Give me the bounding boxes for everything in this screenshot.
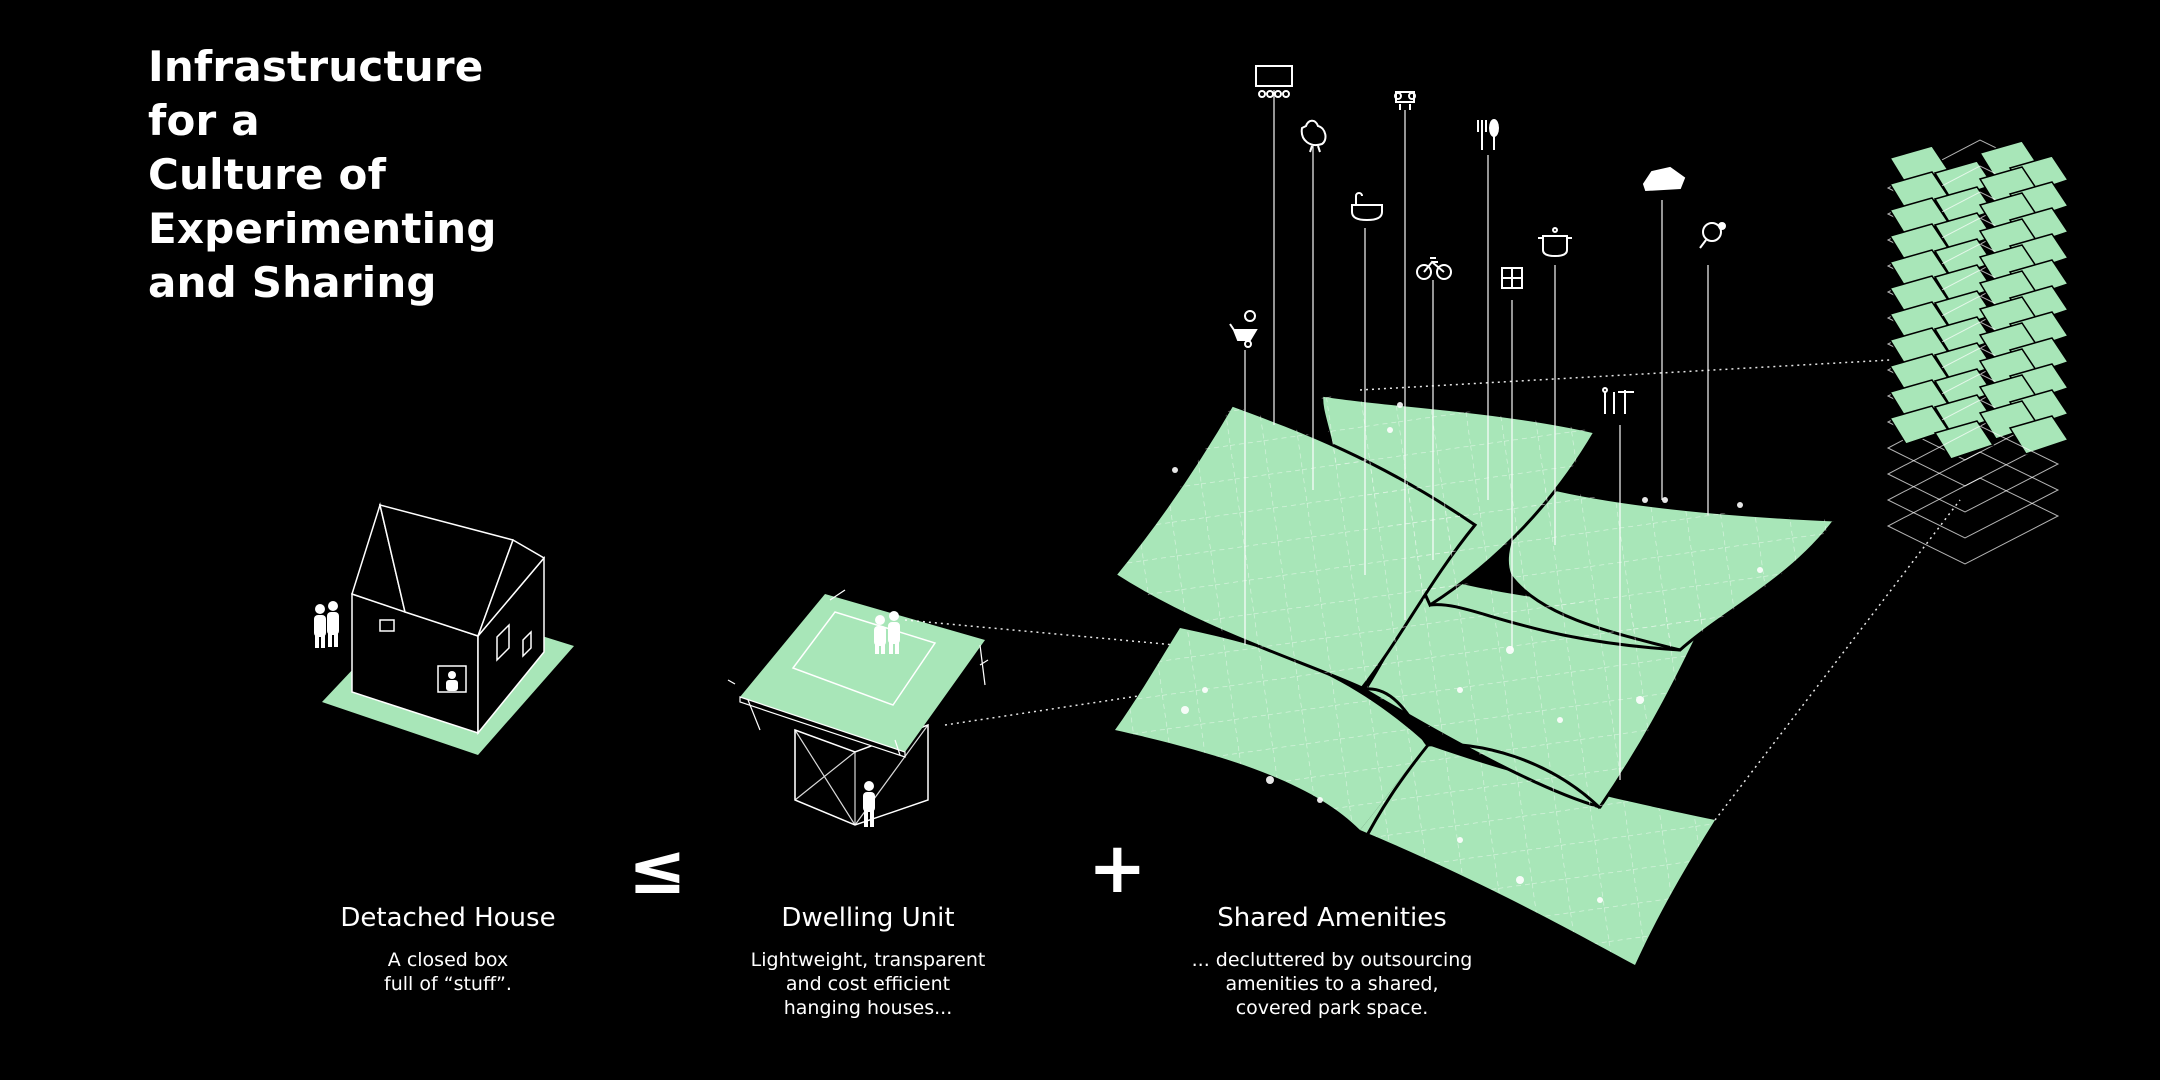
shrub-marks — [1172, 402, 1763, 903]
cutlery-icon — [1477, 119, 1499, 150]
person-inside-icon — [863, 781, 875, 827]
house-front-window — [437, 665, 467, 693]
caption-heading: Detached House — [340, 903, 556, 933]
stacked-sheets-tower — [1886, 139, 2070, 565]
detached-house — [314, 502, 574, 755]
dotted-connectors — [904, 359, 1961, 821]
caption-line: ... decluttered by outsourcing — [1191, 949, 1473, 971]
caption-heading: Shared Amenities — [1217, 903, 1447, 933]
house-side-window-1 — [496, 623, 510, 662]
tower-layer — [1886, 451, 2060, 539]
title-line: Experimenting — [148, 204, 497, 253]
couple-on-roof-icon — [874, 611, 900, 654]
caption-heading: Dwelling Unit — [781, 903, 955, 933]
tower-layer — [1886, 477, 2060, 565]
bicycle-icon — [1416, 257, 1452, 280]
house-side-window-2 — [522, 630, 532, 658]
park-seams — [1359, 603, 1681, 846]
title-line: for a — [148, 96, 260, 145]
caption-description: Lightweight, transparent and cost effici… — [658, 948, 1078, 1020]
calendar-icon — [1501, 267, 1523, 289]
caption-line: and cost efficient — [785, 973, 951, 995]
shoe-icon — [1642, 166, 1686, 192]
caption-dwelling-unit: Dwelling Unit Lightweight, transparent a… — [658, 902, 1078, 1020]
cooking-pot-icon — [1538, 227, 1572, 258]
plus-operator: + — [1088, 827, 1147, 909]
caption-line: full of “stuff”. — [384, 973, 512, 995]
dwelling-platform — [740, 594, 985, 752]
dwelling-unit — [727, 589, 989, 827]
shared-amenities — [1112, 65, 1838, 965]
caption-description: A closed box full of “stuff”. — [238, 948, 658, 996]
bathtub-icon — [1351, 192, 1383, 222]
caption-line: amenities to a shared, — [1225, 973, 1439, 995]
title-line: Culture of — [148, 150, 387, 199]
amenity-icons — [1229, 65, 1726, 414]
tower-layer — [1886, 399, 2070, 487]
page-title: Infrastructure for a Culture of Experime… — [148, 40, 497, 310]
caption-description: ... decluttered by outsourcing amenities… — [1122, 948, 1542, 1020]
ping-pong-icon — [1699, 222, 1726, 249]
title-line: Infrastructure — [148, 42, 484, 91]
meeting-icon — [1394, 91, 1416, 110]
dwelling-outline — [791, 611, 937, 706]
caption-shared-amenities: Shared Amenities ... decluttered by outs… — [1122, 902, 1542, 1020]
wheelbarrow-icon — [1229, 310, 1258, 348]
caption-line: hanging houses... — [783, 997, 953, 1019]
house-small-window — [379, 619, 395, 632]
caption-line: A closed box — [387, 949, 509, 971]
title-line: and Sharing — [148, 258, 437, 307]
amenity-poles — [1244, 90, 1709, 780]
rooster-icon — [1300, 119, 1327, 153]
caption-line: Lightweight, transparent — [750, 949, 986, 971]
less-or-equal-operator: ≤ — [628, 828, 687, 910]
tools-icon — [1602, 387, 1634, 414]
caption-detached-house: Detached House A closed box full of “stu… — [238, 902, 658, 996]
couple-icon — [314, 601, 339, 648]
person-in-window-icon — [446, 671, 458, 691]
cinema-icon — [1255, 65, 1293, 98]
caption-line: covered park space. — [1235, 997, 1429, 1019]
tower-tile — [1933, 420, 1995, 460]
